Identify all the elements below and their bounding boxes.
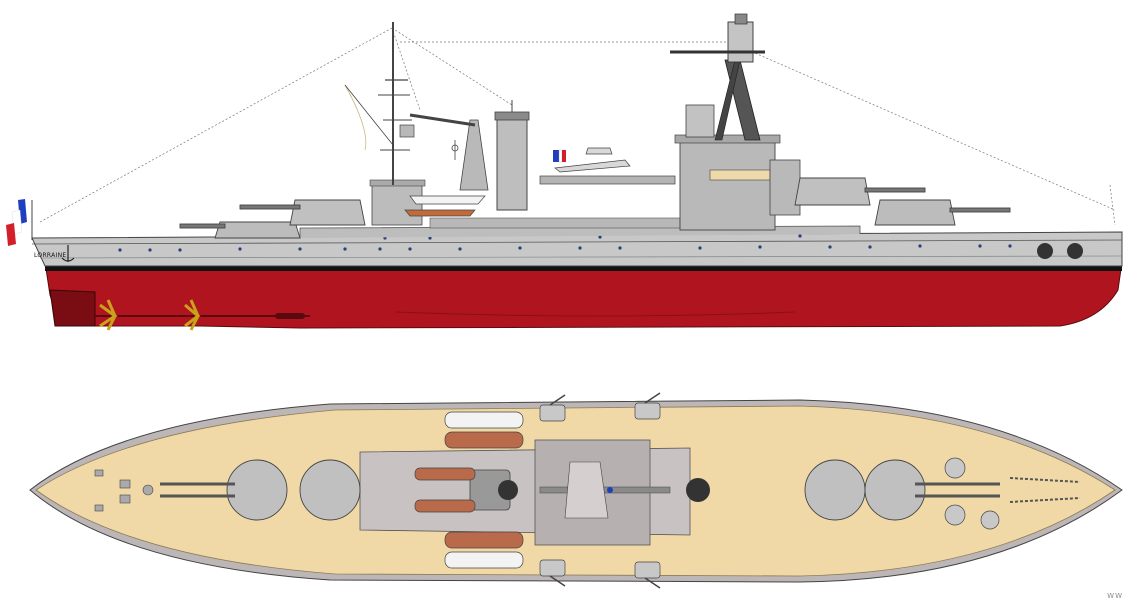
boot-stripe: [45, 266, 1122, 271]
fore-mast: [670, 13, 765, 141]
hull-grey-upper: [31, 231, 1123, 267]
ship-name-label: LORRAINE: [34, 252, 67, 259]
hull-red-lower: [44, 261, 1123, 329]
top-plan-view: [29, 392, 1123, 589]
seaplane-icon: [539, 147, 676, 185]
main-turret-icon: [179, 177, 1011, 239]
aft-mast: [344, 22, 415, 185]
propeller-icon: [95, 299, 310, 331]
stern-rudder: [49, 289, 96, 327]
side-profile-view: LORRAINE: [6, 13, 1123, 331]
lifeboat-icon: [414, 411, 524, 569]
ensign-flag-icon: [6, 199, 33, 246]
lifeboat-icon: [404, 195, 486, 217]
rigging: [39, 27, 1116, 226]
portholes: [118, 234, 1012, 252]
crane-icon: [409, 113, 489, 191]
main-turret-icon: [226, 459, 926, 521]
artist-signature: WW: [1107, 592, 1123, 600]
anchor-icon: [61, 243, 1083, 262]
funnel-icon: [494, 100, 530, 211]
